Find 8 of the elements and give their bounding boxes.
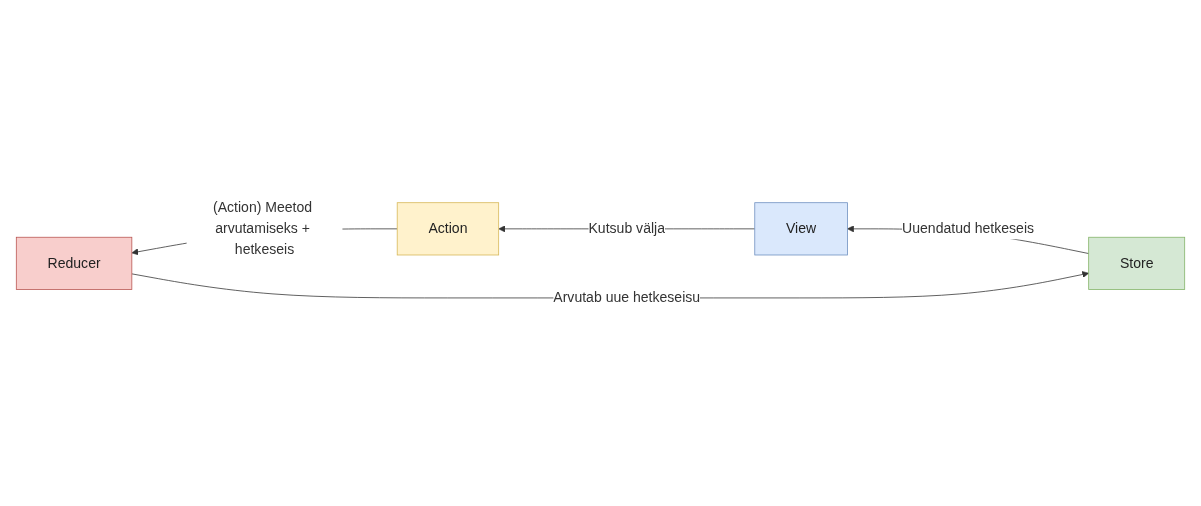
edge-label: Kutsub välja <box>588 220 665 237</box>
node-box: Action <box>396 202 500 256</box>
node-box: Reducer <box>15 237 133 291</box>
edge-label: Arvutab uue hetkeseisu <box>553 289 701 306</box>
node-box: Store <box>1088 237 1186 291</box>
edge-label: (Action) Meetod arvutamiseks + hetkeseis <box>212 199 313 258</box>
node-box: View <box>754 202 848 256</box>
edge-label: Uuendatud hetkeseis <box>902 220 1035 237</box>
